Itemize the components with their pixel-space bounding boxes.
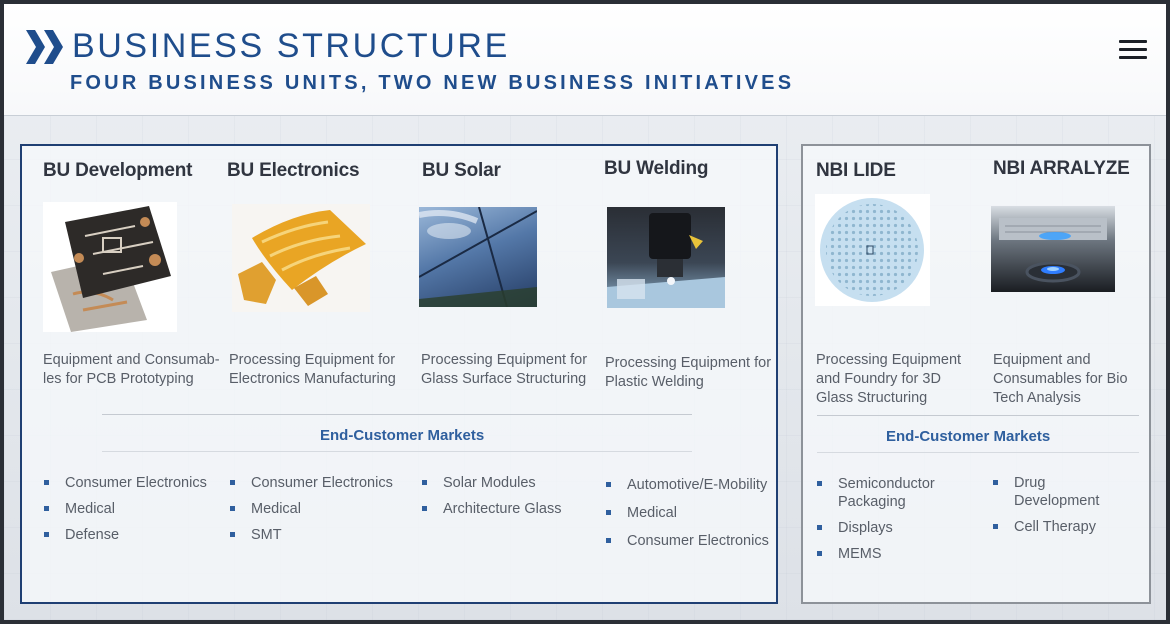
- new-initiatives-box: NBI LIDE NBI ARRALYZE: [801, 144, 1151, 604]
- glass-wafer-image: [815, 194, 930, 306]
- market-list-bu-development: Consumer Electronics Medical Defense: [43, 474, 207, 552]
- glass-facade-image: [419, 207, 537, 307]
- unit-heading-bu-welding: BU Welding: [604, 158, 709, 179]
- list-item: Cell Therapy: [992, 518, 1132, 536]
- divider: [102, 451, 692, 452]
- list-item: Drug Development: [992, 474, 1132, 510]
- header: BUSINESS STRUCTURE FOUR BUSINESS UNITS, …: [4, 4, 1166, 116]
- market-list-bu-solar: Solar Modules Architecture Glass: [421, 474, 561, 526]
- page-subtitle: FOUR BUSINESS UNITS, TWO NEW BUSINESS IN…: [70, 72, 795, 94]
- divider: [817, 415, 1139, 416]
- list-item: Automotive/E-Mobility: [605, 476, 769, 494]
- divider: [817, 452, 1139, 453]
- markets-heading: End-Customer Markets: [320, 427, 485, 444]
- list-item: Semiconductor Packaging: [816, 475, 966, 511]
- welding-machine-image: [607, 207, 725, 308]
- list-item: Consumer Electronics: [229, 474, 393, 492]
- unit-heading-nbi-lide: NBI LIDE: [816, 160, 896, 181]
- bio-analysis-image: [991, 206, 1115, 292]
- menu-icon[interactable]: [1119, 37, 1149, 61]
- divider: [102, 414, 692, 415]
- chevron-right-double-icon: [26, 30, 63, 64]
- list-item: Solar Modules: [421, 474, 561, 492]
- list-item: Consumer Electronics: [605, 532, 769, 550]
- markets-heading: End-Customer Markets: [886, 428, 1051, 445]
- unit-heading-bu-solar: BU Solar: [422, 160, 501, 181]
- flex-circuit-image: [232, 204, 370, 312]
- list-item: Defense: [43, 526, 207, 544]
- business-units-box: BU Development BU Electronics BU Solar B…: [20, 144, 778, 604]
- page-title: BUSINESS STRUCTURE: [72, 27, 510, 65]
- unit-heading-nbi-arralyze: NBI ARRALYZE: [993, 158, 1130, 179]
- unit-description-nbi-lide: Processing Equipment and Foundry for 3D …: [816, 352, 962, 406]
- pcb-prototype-image: [43, 202, 177, 332]
- market-list-bu-welding: Automotive/E-Mobility Medical Consumer E…: [605, 476, 769, 558]
- list-item: Medical: [43, 500, 207, 518]
- list-item: SMT: [229, 526, 393, 544]
- list-item: Consumer Electronics: [43, 474, 207, 492]
- unit-description-bu-development: Equipment and Consumab-les for PCB Proto…: [43, 352, 220, 387]
- list-item: Displays: [816, 519, 966, 537]
- market-list-bu-electronics: Consumer Electronics Medical SMT: [229, 474, 393, 552]
- unit-heading-bu-electronics: BU Electronics: [227, 160, 360, 181]
- list-item: MEMS: [816, 545, 966, 563]
- list-item: Architecture Glass: [421, 500, 561, 518]
- unit-description-bu-welding: Processing Equipment for Plastic Welding: [605, 355, 772, 390]
- list-item: Medical: [229, 500, 393, 518]
- unit-description-bu-solar: Processing Equipment for Glass Surface S…: [421, 352, 588, 387]
- unit-description-bu-electronics: Processing Equipment for Electronics Man…: [229, 352, 396, 387]
- list-item: Medical: [605, 504, 769, 522]
- market-list-nbi-lide: Semiconductor Packaging Displays MEMS: [816, 475, 966, 571]
- market-list-nbi-arralyze: Drug Development Cell Therapy: [992, 474, 1132, 544]
- slide: BUSINESS STRUCTURE FOUR BUSINESS UNITS, …: [4, 4, 1166, 620]
- unit-heading-bu-development: BU Development: [43, 160, 193, 181]
- unit-description-nbi-arralyze: Equipment and Consumables for Bio Tech A…: [993, 352, 1128, 406]
